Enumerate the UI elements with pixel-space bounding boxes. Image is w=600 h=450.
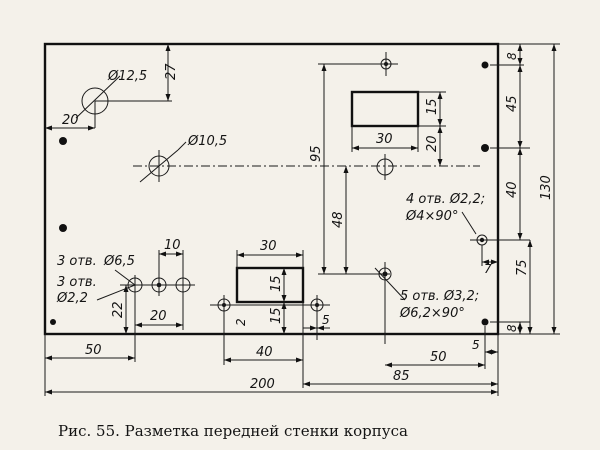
- dim-50-bottom: 50: [85, 343, 102, 358]
- dim-75: 75: [515, 259, 530, 276]
- note-3-holes-d2-2-line2: Ø2,2: [56, 291, 88, 306]
- hole-d10-5: [133, 149, 480, 183]
- mount-hole-right-bottom: [481, 318, 489, 326]
- rect-cutout-lower: [235, 266, 305, 304]
- dim-130: 130: [539, 175, 554, 200]
- dim-30-lower: 30: [260, 239, 277, 254]
- dim-20-left: 20: [62, 113, 79, 128]
- mount-hole-right-top: [481, 61, 489, 69]
- dim-5-small: 5: [322, 313, 330, 327]
- hole-group-d6-5: [120, 250, 195, 330]
- dim-8-bottom: 8: [505, 324, 519, 332]
- dim-2: 2: [234, 318, 248, 326]
- label-d12-5: Ø12,5: [107, 69, 147, 84]
- dim-30-upper: 30: [376, 132, 393, 147]
- rect-cutout-upper: [350, 90, 420, 128]
- label-d10-5: Ø10,5: [187, 134, 227, 149]
- figure-caption: Рис. 55. Разметка передней стенки корпус…: [58, 422, 408, 440]
- note-4-holes-line2: Ø4×90°: [405, 209, 458, 224]
- dim-20-upper: 20: [425, 135, 440, 152]
- note-3-holes-d6-5-line2: Ø6,5: [103, 254, 135, 269]
- note-3-holes-d2-2-line1: 3 отв.: [57, 275, 97, 290]
- mount-hole-top-left: [59, 137, 67, 145]
- note-5-holes-line2: Ø6,2×90°: [399, 306, 465, 321]
- note-5-holes-line1: 5 отв. Ø3,2;: [400, 289, 479, 304]
- dim-200: 200: [250, 377, 275, 392]
- dim-7: 7: [484, 262, 492, 276]
- dim-15-lower-b: 15: [269, 307, 284, 324]
- dim-85: 85: [393, 369, 410, 384]
- dim-22: 22: [111, 301, 126, 318]
- dim-20-lower: 20: [150, 309, 167, 324]
- panel-outline: [43, 42, 500, 336]
- mount-hole-mid-left: [59, 224, 67, 232]
- dim-10: 10: [164, 238, 181, 253]
- mount-hole-bottom-left: [50, 319, 56, 325]
- dim-8-top: 8: [505, 52, 519, 60]
- mount-hole-right-mid: [481, 144, 489, 152]
- dim-40-right: 40: [505, 181, 520, 198]
- note-4-holes-line1: 4 отв. Ø2,2;: [406, 192, 485, 207]
- note-3-holes-d6-5-line1: 3 отв.: [57, 254, 97, 269]
- dim-15-upper: 15: [425, 98, 440, 115]
- hole-d12-5: [75, 75, 172, 128]
- dim-15-lower-a: 15: [269, 275, 284, 292]
- dim-27: 27: [164, 63, 179, 80]
- dim-5-bottom: 5: [472, 338, 480, 352]
- dim-50-bottom-right: 50: [430, 350, 447, 365]
- dim-45: 45: [505, 95, 520, 112]
- dim-95: 95: [309, 145, 324, 162]
- dim-40-bottom: 40: [256, 345, 273, 360]
- dim-48: 48: [331, 211, 346, 228]
